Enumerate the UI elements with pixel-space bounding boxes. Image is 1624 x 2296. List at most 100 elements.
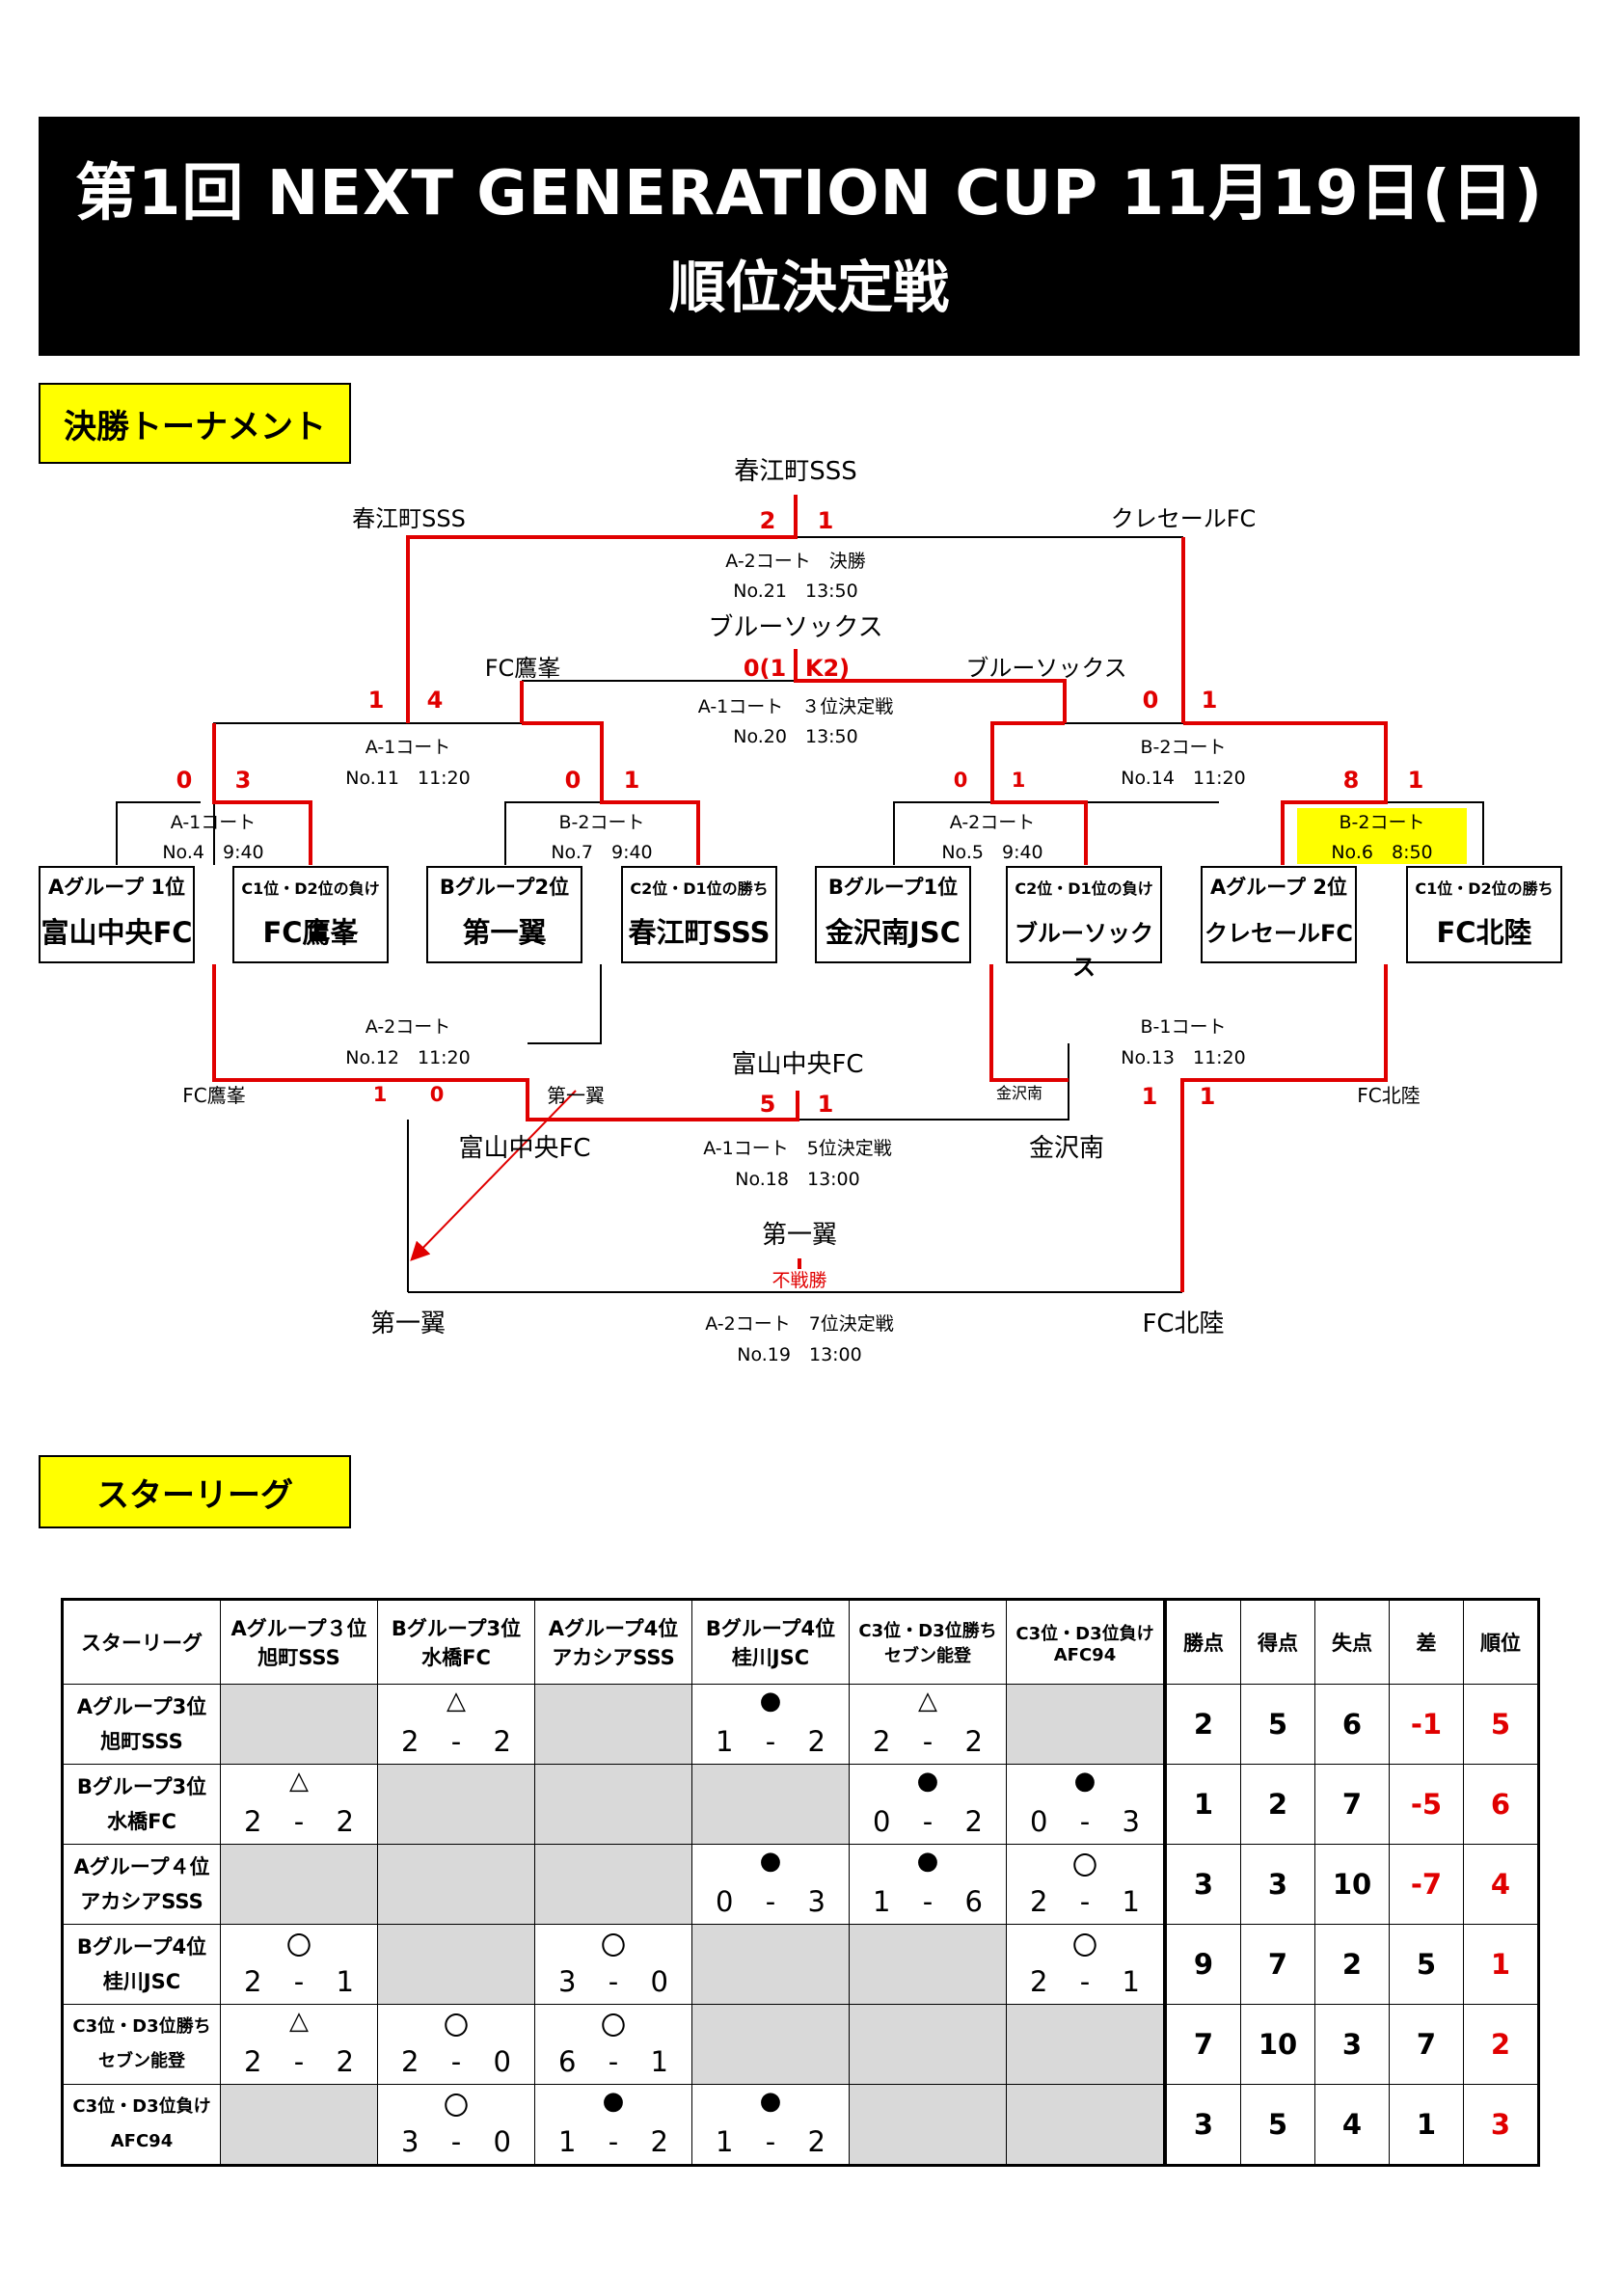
rank-cell: 2 — [1463, 2004, 1539, 2085]
goals-against-cell: 2 — [1314, 1924, 1390, 2005]
empty-cell — [691, 1924, 850, 2005]
score-dash: - — [765, 1725, 776, 1758]
m6-score-right: 1 — [1407, 767, 1424, 794]
goals-for-cell: 5 — [1240, 2084, 1315, 2166]
team-name: FC鷹峯 — [262, 916, 359, 949]
corner-header: スターリーグ — [62, 1599, 221, 1685]
stat-header: 失点 — [1314, 1599, 1390, 1685]
score-own: 2 — [873, 1725, 891, 1758]
score-opp: 2 — [964, 1805, 983, 1838]
m5-score-left: 0 — [953, 769, 968, 792]
result-mark: △ — [289, 2007, 309, 2036]
result-mark: △ — [447, 1687, 466, 1715]
team-box-7: Aグループ 2位 クレセールFC — [1201, 866, 1357, 963]
third-info: No.20 13:50 — [733, 726, 858, 747]
m14-info: No.14 11:20 — [1121, 768, 1246, 789]
third-score-right: K2) — [804, 655, 851, 682]
stat-header: 得点 — [1240, 1599, 1315, 1685]
result-cell: ●0-2 — [849, 1764, 1007, 1845]
third-winner: ブルーソックス — [708, 613, 883, 642]
bracket-lines — [116, 495, 1484, 1293]
score-opp: 2 — [336, 2045, 354, 2078]
score-opp: 0 — [493, 2125, 511, 2158]
result-mark: ● — [759, 2087, 782, 2116]
column-header: Aグループ３位旭町SSS — [220, 1599, 378, 1685]
team-seed: Aグループ 1位 — [48, 876, 185, 899]
page-header: 第1回 NEXT GENERATION CUP 11月19日(日) 順位決定戦 — [39, 117, 1580, 356]
m11-court: A-1コート — [365, 737, 451, 758]
m4-score-right: 3 — [234, 767, 252, 794]
m4-court: A-1コート — [170, 812, 257, 833]
final-score-left: 2 — [759, 507, 776, 534]
score-own: 1 — [873, 1885, 891, 1918]
row-header-line2: セブン能登 — [98, 2051, 185, 2071]
m13-info: No.13 11:20 — [1121, 1047, 1246, 1068]
score-dash: - — [1079, 1805, 1091, 1838]
team-box-5: Bグループ1位 金沢南JSC — [815, 866, 971, 963]
score-own: 2 — [1030, 1965, 1048, 1998]
page-title: 第1回 NEXT GENERATION CUP 11月19日(日) — [74, 158, 1544, 230]
final-score-right: 1 — [817, 507, 834, 534]
empty-cell — [849, 2084, 1007, 2166]
row-header-line2: 旭町SSS — [100, 1730, 183, 1753]
m12-right-team: 第一翼 — [547, 1084, 605, 1107]
m12-score-right: 0 — [429, 1083, 445, 1106]
m7-score-left: 0 — [564, 767, 582, 794]
m13-left-team: 金沢南 — [995, 1084, 1043, 1102]
team-seed: C1位・D2位の勝ち — [1415, 879, 1554, 898]
column-header: Aグループ4位アカシアSSS — [534, 1599, 692, 1685]
score-opp: 0 — [650, 1965, 668, 1998]
points-cell: 9 — [1163, 1924, 1241, 2005]
result-score: 2-0 — [378, 2045, 534, 2078]
score-dash: - — [608, 1965, 619, 1998]
m4-info: No.4 9:40 — [162, 842, 264, 863]
score-own: 1 — [716, 1725, 734, 1758]
score-opp: 0 — [493, 2045, 511, 2078]
result-mark: 〇 — [443, 2012, 469, 2041]
result-score: 0-3 — [692, 1885, 849, 1918]
empty-cell — [220, 1684, 378, 1765]
goal-diff-cell: -5 — [1389, 1764, 1464, 1845]
score-dash: - — [1079, 1965, 1091, 1998]
result-mark: △ — [289, 1767, 309, 1796]
result-score: 0-3 — [1007, 1805, 1163, 1838]
team-name: ブルーソックス — [1015, 920, 1153, 981]
result-mark: ● — [602, 2087, 625, 2116]
goal-diff-cell: 7 — [1389, 2004, 1464, 2085]
score-dash: - — [1079, 1885, 1091, 1918]
result-cell: ●0-3 — [1006, 1764, 1166, 1845]
score-own: 2 — [401, 2045, 420, 2078]
score-opp: 2 — [807, 2125, 826, 2158]
team-name: 第一翼 — [462, 916, 547, 949]
score-dash: - — [922, 1805, 934, 1838]
m5-info: No.5 9:40 — [941, 842, 1043, 863]
m11-info: No.11 11:20 — [345, 768, 471, 789]
score-opp: 2 — [336, 1805, 354, 1838]
result-cell: ●0-3 — [691, 1844, 850, 1925]
result-cell: ●1-2 — [691, 1684, 850, 1765]
column-header-line2: アカシアSSS — [552, 1646, 675, 1669]
goals-against-cell: 10 — [1314, 1844, 1390, 1925]
m6-court: B-2コート — [1339, 812, 1425, 833]
score-opp: 6 — [964, 1885, 983, 1918]
score-own: 2 — [244, 2045, 262, 2078]
stat-header: 差 — [1389, 1599, 1464, 1685]
score-dash: - — [608, 2125, 619, 2158]
result-score: 2-1 — [1007, 1885, 1163, 1918]
score-own: 0 — [716, 1885, 734, 1918]
result-cell: ●1-2 — [534, 2084, 692, 2166]
score-dash: - — [293, 1965, 305, 1998]
result-score: 0-2 — [850, 1805, 1006, 1838]
m13-score-right: 1 — [1199, 1083, 1216, 1110]
m5-score-right: 1 — [1011, 769, 1026, 792]
team-box-6: C2位・D1位の負け ブルーソックス — [1006, 866, 1162, 981]
m7-score-right: 1 — [623, 767, 640, 794]
column-header-line1: Bグループ3位 — [391, 1617, 522, 1640]
seventh-winner: 第一翼 — [761, 1221, 838, 1250]
m14-score-right: 1 — [1201, 687, 1218, 714]
empty-cell — [534, 1684, 692, 1765]
seventh-right-team: FC北陸 — [1142, 1310, 1225, 1338]
